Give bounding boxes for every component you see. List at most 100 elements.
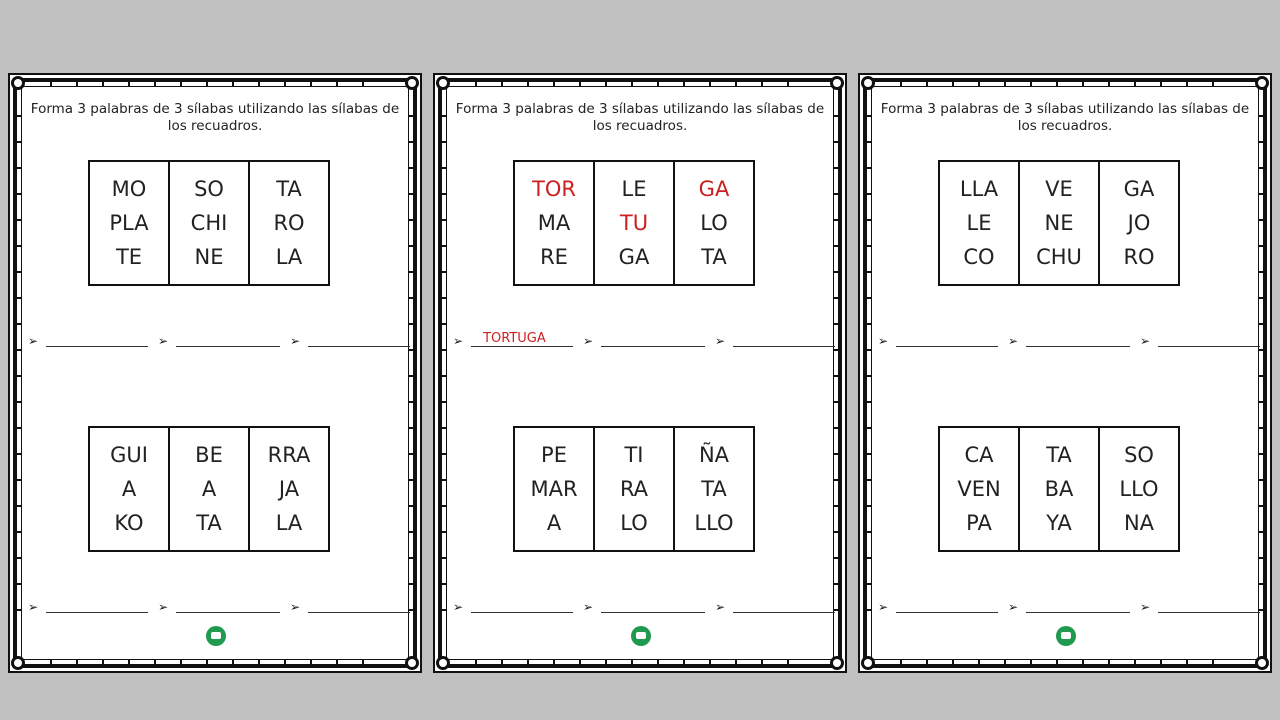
worksheet-page: Forma 3 palabras de 3 sílabas utilizando… xyxy=(433,73,847,673)
arrowhead-icon: ➢ xyxy=(1140,600,1151,614)
border-decoration xyxy=(13,115,21,631)
answer-item: ➢ xyxy=(583,332,705,347)
syllable: TOR xyxy=(532,177,576,201)
syllable: GA xyxy=(618,245,650,269)
arrowhead-icon: ➢ xyxy=(158,334,169,348)
syllable: RO xyxy=(273,211,305,235)
answer-item: ➢ xyxy=(878,332,998,347)
syllable: PLA xyxy=(109,211,149,235)
syllable: VEN xyxy=(957,477,1001,501)
answer-blank[interactable]: TORTUGA xyxy=(471,332,573,347)
corner-ornament-icon xyxy=(830,656,844,670)
answer-item: ➢ xyxy=(1008,598,1130,613)
answer-item: ➢ xyxy=(158,598,280,613)
syllable: GA xyxy=(1123,177,1155,201)
arrowhead-icon: ➢ xyxy=(28,600,39,614)
page-border xyxy=(21,86,409,660)
syllable: ÑA xyxy=(698,443,730,467)
corner-ornament-icon xyxy=(405,76,419,90)
worksheet-page: Forma 3 palabras de 3 sílabas utilizando… xyxy=(8,73,422,673)
syllable: JO xyxy=(1127,211,1151,235)
syllable: CHI xyxy=(190,211,228,235)
arrowhead-icon: ➢ xyxy=(290,600,301,614)
border-decoration xyxy=(1259,115,1267,631)
corner-ornament-icon xyxy=(1255,656,1269,670)
answer-blank[interactable] xyxy=(1026,332,1130,347)
syllable: CHU xyxy=(1036,245,1082,269)
answer-item: ➢ xyxy=(1140,598,1260,613)
answer-item: ➢ xyxy=(290,332,410,347)
answer-row-bottom: ➢➢➢ xyxy=(878,593,1260,613)
answer-blank[interactable] xyxy=(176,598,280,613)
answer-row-top: ➢TORTUGA➢➢ xyxy=(453,327,835,347)
syllable: MA xyxy=(537,211,571,235)
answer-row-bottom: ➢➢➢ xyxy=(453,593,835,613)
syllable: TA xyxy=(1046,443,1072,467)
syllable: LLO xyxy=(1119,477,1159,501)
answer-blank[interactable] xyxy=(1158,598,1260,613)
border-decoration xyxy=(50,660,380,668)
syllable: LLA xyxy=(959,177,999,201)
syllable: LE xyxy=(966,211,992,235)
answer-blank[interactable] xyxy=(896,598,998,613)
arrowhead-icon: ➢ xyxy=(878,334,889,348)
arrowhead-icon: ➢ xyxy=(453,334,464,348)
answer-blank[interactable] xyxy=(308,598,410,613)
syllable: CA xyxy=(964,443,994,467)
arrowhead-icon: ➢ xyxy=(290,334,301,348)
answer-blank[interactable] xyxy=(1158,332,1260,347)
syllable: GA xyxy=(698,177,730,201)
arrowhead-icon: ➢ xyxy=(1008,334,1019,348)
syllable: LE xyxy=(621,177,647,201)
border-decoration xyxy=(475,660,805,668)
answer-blank[interactable] xyxy=(471,598,573,613)
syllable: TA xyxy=(276,177,302,201)
border-decoration xyxy=(409,115,417,631)
arrowhead-icon: ➢ xyxy=(715,600,726,614)
border-decoration xyxy=(900,660,1230,668)
syllable: MAR xyxy=(530,477,578,501)
syllable: TA xyxy=(196,511,222,535)
answer-blank[interactable] xyxy=(176,332,280,347)
answer-blank[interactable] xyxy=(896,332,998,347)
answer-blank[interactable] xyxy=(601,332,705,347)
answer-item: ➢ xyxy=(290,598,410,613)
border-decoration xyxy=(900,78,1230,86)
worksheet-page: Forma 3 palabras de 3 sílabas utilizando… xyxy=(858,73,1272,673)
answer-blank[interactable] xyxy=(601,598,705,613)
syllable: LO xyxy=(620,511,648,535)
instruction-text: Forma 3 palabras de 3 sílabas utilizando… xyxy=(30,101,400,134)
answer-blank[interactable] xyxy=(1026,598,1130,613)
answer-item: ➢ xyxy=(583,598,705,613)
answer-blank[interactable] xyxy=(308,332,410,347)
answer-item: ➢ xyxy=(1008,332,1130,347)
syllable: TA xyxy=(701,245,727,269)
syllable: YA xyxy=(1046,511,1072,535)
border-decoration xyxy=(50,78,380,86)
answer-blank[interactable] xyxy=(733,598,835,613)
syllable: TE xyxy=(115,245,143,269)
answer-blank[interactable] xyxy=(46,598,148,613)
answer-blank[interactable] xyxy=(733,332,835,347)
syllable: A xyxy=(201,477,217,501)
answer-item: ➢ xyxy=(28,332,148,347)
answer-item: ➢ xyxy=(1140,332,1260,347)
answer-blank[interactable] xyxy=(46,332,148,347)
arrowhead-icon: ➢ xyxy=(28,334,39,348)
